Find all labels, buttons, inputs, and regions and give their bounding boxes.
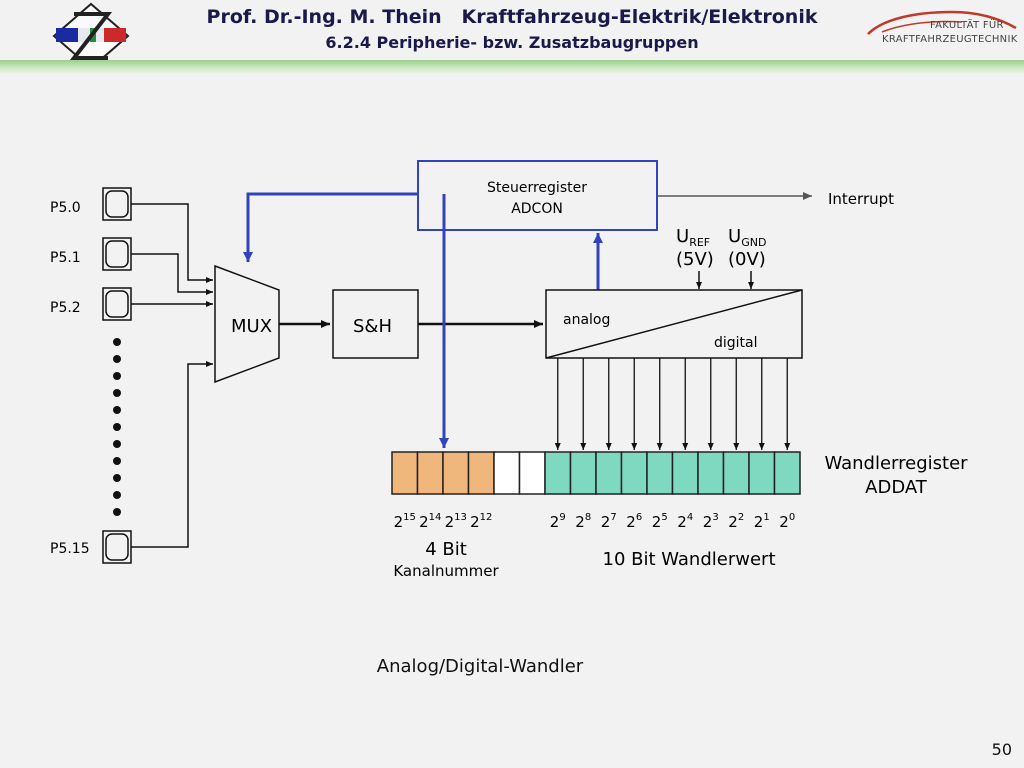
register-bit-cell	[646, 451, 674, 495]
adcon-label: ADCON	[511, 201, 563, 217]
register-bit-cell	[569, 451, 597, 495]
bit-weight-label: 25	[652, 512, 668, 531]
register-bit-cell	[518, 451, 546, 495]
car-silhouette-icon	[867, 10, 1017, 35]
control-to-mux-line	[243, 192, 418, 262]
register-bit-cell	[391, 451, 419, 495]
register-bit-cell	[697, 451, 725, 495]
bit-weight-label: 215	[394, 512, 416, 531]
bit-weight-label: 28	[575, 512, 591, 531]
adc-output-arrows	[554, 358, 791, 450]
register-bit-cell	[467, 451, 495, 495]
register-bit-cell	[442, 451, 470, 495]
header-green-bar	[0, 60, 1024, 74]
uref-label: UREF	[676, 226, 710, 249]
sample-hold-label: S&H	[353, 316, 392, 337]
port-pin-p51	[102, 237, 132, 271]
port-pin-p50	[102, 187, 132, 221]
bit-weight-label: 214	[419, 512, 441, 531]
bit-weight-label: 24	[677, 512, 693, 531]
bit-weight-label: 27	[601, 512, 617, 531]
course-title: Kraftfahrzeug-Elektrik/Elektronik	[461, 6, 818, 28]
port-label-p52: P5.2	[50, 300, 81, 316]
bit-weight-label: 23	[703, 512, 719, 531]
register-bit-cell	[748, 451, 776, 495]
channel-bits-label: 4 Bit	[425, 539, 467, 560]
port-pin-p52	[102, 287, 132, 321]
port-pin-p515	[102, 530, 132, 564]
sample-hold-block	[332, 289, 419, 359]
port-label-p50: P5.0	[50, 200, 81, 216]
addat-label: ADDAT	[865, 477, 928, 498]
adc-digital-label: digital	[714, 335, 758, 351]
bit-weight-label: 22	[728, 512, 744, 531]
figure-caption: Analog/Digital-Wandler	[376, 656, 584, 677]
mux-block	[214, 264, 280, 384]
port-to-mux-wires	[131, 203, 213, 548]
section-title: 6.2.4 Peripherie- bzw. Zusatzbaugruppen	[325, 33, 699, 52]
bit-weight-label: 20	[779, 512, 795, 531]
faculty-name-line1: FAKULTÄT FÜR	[930, 20, 1004, 31]
page-number: 50	[991, 740, 1012, 759]
register-bit-cell	[773, 451, 801, 495]
slide-title: Prof. Dr.-Ing. M. Thein Kraftfahrzeug-El…	[0, 6, 1024, 28]
register-bit-cell	[595, 451, 623, 495]
ugnd-value: (0V)	[728, 249, 766, 270]
addat-register	[391, 451, 801, 495]
value-bits-label: 10 Bit Wandlerwert	[603, 549, 776, 570]
bit-weight-label: 212	[470, 512, 492, 531]
bit-weight-label: 26	[626, 512, 642, 531]
author-name: Prof. Dr.-Ing. M. Thein	[206, 6, 442, 28]
register-bit-cell	[416, 451, 444, 495]
register-bit-cell	[620, 451, 648, 495]
faculty-name-line2: KRAFTFAHRZEUGTECHNIK	[882, 34, 1018, 45]
port-label-p51: P5.1	[50, 250, 81, 266]
kanalnummer-label: Kanalnummer	[393, 562, 499, 580]
ugnd-label: UGND	[728, 226, 766, 249]
register-bit-cell	[544, 451, 572, 495]
interrupt-label: Interrupt	[828, 190, 894, 208]
mux-label: MUX	[231, 316, 272, 337]
bit-weight-label: 213	[445, 512, 467, 531]
bit-weight-label: 29	[550, 512, 566, 531]
port-label-p515: P5.15	[50, 541, 90, 557]
adc-diagonal	[545, 289, 803, 359]
register-bit-cell	[493, 451, 521, 495]
register-bit-cell	[671, 451, 699, 495]
uref-value: (5V)	[676, 249, 714, 270]
bit-weight-label: 21	[754, 512, 770, 531]
port-ellipsis-dots	[113, 338, 121, 516]
adc-analog-label: analog	[563, 312, 610, 328]
steuerregister-label: Steuerregister	[487, 180, 587, 196]
faculty-logo: FAKULTÄT FÜR KRAFTFAHRZEUGTECHNIK	[862, 6, 1022, 50]
register-bit-cell	[722, 451, 750, 495]
slide-header: Prof. Dr.-Ing. M. Thein Kraftfahrzeug-El…	[0, 0, 1024, 70]
wandlerregister-label: Wandlerregister	[824, 453, 968, 474]
